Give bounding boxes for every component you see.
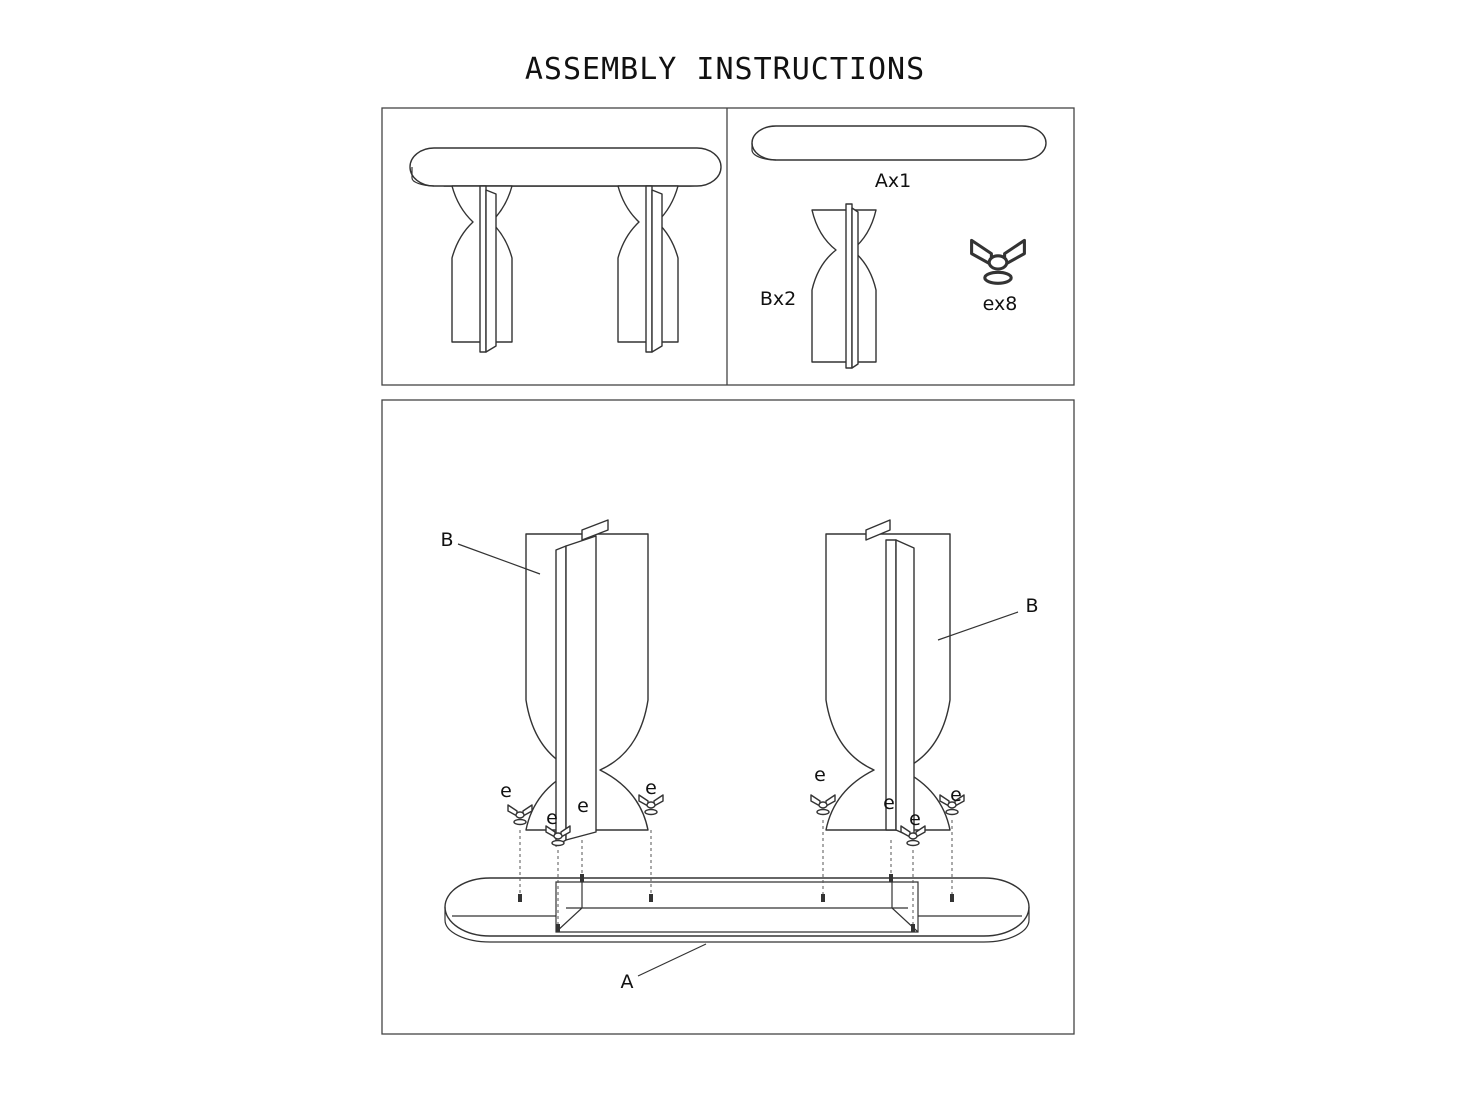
- callout-leaders: [457, 543, 1019, 977]
- wing-nut-icon: [970, 238, 1026, 285]
- bolt-guides: [518, 820, 954, 932]
- callout-nut: e: [883, 792, 895, 814]
- callout-nut: e: [909, 808, 921, 830]
- callout-nut: e: [814, 764, 826, 786]
- callout-leg-right: B: [1025, 595, 1038, 617]
- tabletop-icon: [751, 125, 1047, 161]
- callout-leg-left: B: [440, 529, 453, 551]
- leg-qty-label: Bx2: [760, 288, 796, 310]
- callout-nut: e: [645, 777, 657, 799]
- wing-nut-qty-label: ex8: [983, 293, 1018, 315]
- page-title: ASSEMBLY INSTRUCTIONS: [524, 52, 926, 87]
- parts-panel-frame: [381, 107, 1075, 386]
- callout-nut: e: [950, 784, 962, 806]
- leg-left-drawing: [525, 519, 649, 847]
- assembled-table-icon: [409, 147, 722, 353]
- callout-nut: e: [577, 795, 589, 817]
- callout-nut: e: [546, 807, 558, 829]
- leg-right-drawing: [825, 519, 951, 839]
- callout-tabletop: A: [621, 971, 634, 993]
- leg-icon: [811, 203, 877, 369]
- callout-nut: e: [500, 780, 512, 802]
- tabletop-a-drawing: [444, 877, 1030, 943]
- step-panel-frame: [381, 399, 1075, 1035]
- tabletop-qty-label: Ax1: [875, 170, 911, 192]
